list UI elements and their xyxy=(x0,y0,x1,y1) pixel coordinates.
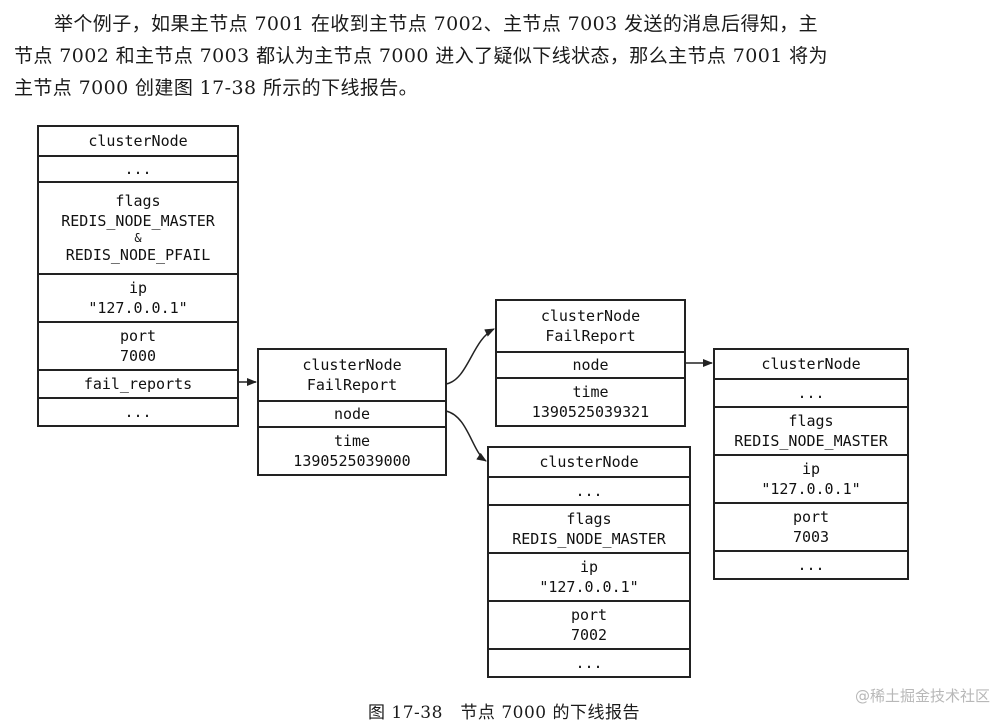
node7003-title: clusterNode xyxy=(761,355,861,373)
intro-paragraph: 举个例子，如果主节点 7001 在收到主节点 7002、主节点 7003 发送的… xyxy=(14,8,999,104)
node7003-flags: flags REDIS_NODE_MASTER xyxy=(715,406,907,454)
report1-time: time 1390525039000 xyxy=(259,426,445,474)
intro-line-3: 主节点 7000 创建图 17-38 所示的下线报告。 xyxy=(14,77,419,99)
node7003-ellipsis-bottom: ... xyxy=(715,550,907,578)
node7003-ellipsis-top: ... xyxy=(715,378,907,406)
arrow-report1-to-report2 xyxy=(445,328,495,385)
node7003-ip: ip "127.0.0.1" xyxy=(715,454,907,502)
node7002-title: clusterNode xyxy=(539,453,639,471)
node7002-flags: flags REDIS_NODE_MASTER xyxy=(489,504,689,552)
intro-line-1: 举个例子，如果主节点 7001 在收到主节点 7002、主节点 7003 发送的… xyxy=(54,13,819,35)
node7000-ip: ip "127.0.0.1" xyxy=(39,273,237,321)
report2-time: time 1390525039321 xyxy=(497,377,684,425)
cluster-node-7002: clusterNode ... flags REDIS_NODE_MASTER … xyxy=(487,446,691,678)
node7002-ellipsis-bottom: ... xyxy=(489,648,689,676)
cluster-node-7003: clusterNode ... flags REDIS_NODE_MASTER … xyxy=(713,348,909,580)
node7002-port: port 7002 xyxy=(489,600,689,648)
node7003-port: port 7003 xyxy=(715,502,907,550)
intro-line-2: 节点 7002 和主节点 7003 都认为主节点 7000 进入了疑似下线状态，… xyxy=(14,45,828,67)
report2-title: clusterNode FailReport xyxy=(540,307,641,345)
node7000-ellipsis-top: ... xyxy=(39,155,237,181)
cluster-node-7000: clusterNode ... flags REDIS_NODE_MASTER … xyxy=(37,125,239,427)
fail-report-2: clusterNode FailReport node time 1390525… xyxy=(495,299,686,427)
node7000-port: port 7000 xyxy=(39,321,237,369)
fail-report-1: clusterNode FailReport node time 1390525… xyxy=(257,348,447,476)
node7000-flags: flags REDIS_NODE_MASTER & REDIS_NODE_PFA… xyxy=(39,181,237,273)
node7002-ellipsis-top: ... xyxy=(489,476,689,504)
node7000-ellipsis-bottom: ... xyxy=(39,397,237,425)
report1-node: node xyxy=(259,400,445,426)
node7002-ip: ip "127.0.0.1" xyxy=(489,552,689,600)
figure-caption: 图 17-38 节点 7000 的下线报告 xyxy=(368,703,640,723)
report2-node: node xyxy=(497,351,684,377)
watermark: @稀土掘金技术社区 xyxy=(854,687,990,705)
node7000-title: clusterNode xyxy=(88,132,188,150)
node7000-fail-reports: fail_reports xyxy=(39,369,237,397)
arrow-report1-node-to-node7002 xyxy=(445,410,487,462)
report1-title: clusterNode FailReport xyxy=(302,356,402,394)
